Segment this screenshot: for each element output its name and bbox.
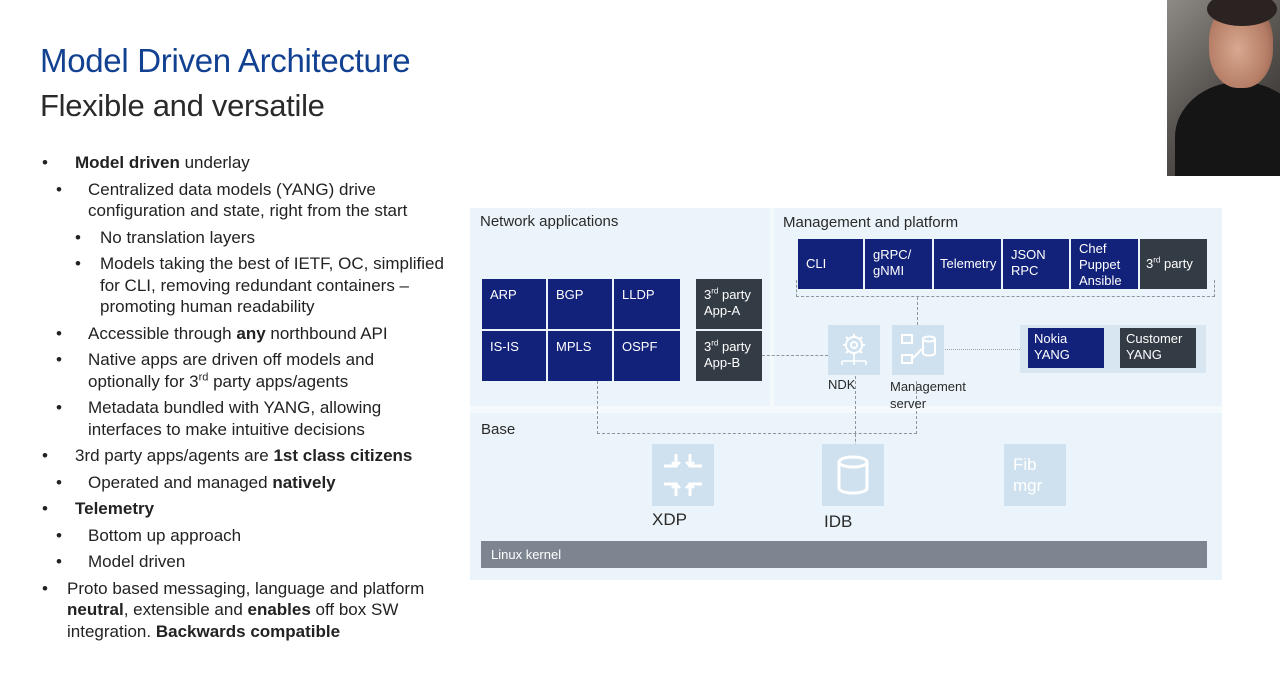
- app-isis: IS-IS: [482, 331, 546, 381]
- network-apps-label: Network applications: [480, 213, 619, 230]
- management-label: Management and platform: [783, 214, 959, 231]
- idb-label: IDB: [824, 512, 853, 531]
- bullet-model-driven: Model driven underlay: [40, 152, 450, 174]
- server-flow-icon: [901, 334, 936, 364]
- bullet-list: Model driven underlay Centralized data m…: [40, 152, 450, 647]
- app-ospf: OSPF: [614, 331, 680, 381]
- ndk-label: NDK: [828, 377, 856, 392]
- bullet-metadata: Metadata bundled with YANG, allowing int…: [40, 397, 450, 440]
- yang-connector: [942, 349, 1020, 350]
- mgmt-server-up-connector: [917, 297, 918, 325]
- xdp-label: XDP: [652, 510, 687, 529]
- app-lldp: LLDP: [614, 279, 680, 329]
- bullet-no-translation: No translation layers: [40, 227, 450, 249]
- bullet-northbound-api: Accessible through any northbound API: [40, 323, 450, 345]
- app-mpls: MPLS: [548, 331, 612, 381]
- bullet-centralized-models: Centralized data models (YANG) drive con…: [40, 179, 450, 222]
- mgmt-cli: CLI: [798, 239, 863, 289]
- bullet-third-party-citizens: 3rd party apps/agents are 1st class citi…: [40, 445, 450, 467]
- slide-subtitle: Flexible and versatile: [40, 88, 325, 123]
- mgmt-telemetry: Telemetry: [934, 239, 1001, 289]
- bullet-telemetry: Telemetry: [40, 498, 450, 520]
- mgmt-third-party: 3rd party: [1140, 239, 1207, 289]
- database-icon: [837, 455, 869, 495]
- mgmt-bracket: [796, 280, 1215, 297]
- app-arp: ARP: [482, 279, 546, 329]
- gear-network-icon: [841, 334, 867, 365]
- bullet-telemetry-model-driven: Model driven: [40, 551, 450, 573]
- idb-tile: [822, 444, 884, 506]
- bullet-best-of-ietf: Models taking the best of IETF, OC, simp…: [40, 253, 450, 318]
- mgmt-grpc-gnmi: gRPC/gNMI: [865, 239, 932, 289]
- bullet-managed-natively: Operated and managed natively: [40, 472, 450, 494]
- slide-title: Model Driven Architecture: [40, 42, 411, 79]
- app-b-ndk-connector: [762, 355, 828, 356]
- arrows-converge-icon: [664, 454, 702, 496]
- bullet-proto-messaging: Proto based messaging, language and plat…: [40, 578, 450, 643]
- ndk-down-connector: [855, 376, 856, 434]
- ndk-tile: [828, 325, 880, 375]
- base-connector: [597, 381, 917, 434]
- app-bgp: BGP: [548, 279, 612, 329]
- architecture-diagram: Network applications Management and plat…: [470, 208, 1222, 580]
- bullet-native-apps: Native apps are driven off models and op…: [40, 349, 450, 392]
- bullet-bottom-up: Bottom up approach: [40, 525, 450, 547]
- presenter-webcam: [1167, 0, 1280, 176]
- base-label: Base: [481, 421, 516, 438]
- xdp-tile: [652, 444, 714, 506]
- mgmt-server-tile: [892, 325, 944, 375]
- linux-kernel-bar: Linux kernel: [481, 541, 1207, 568]
